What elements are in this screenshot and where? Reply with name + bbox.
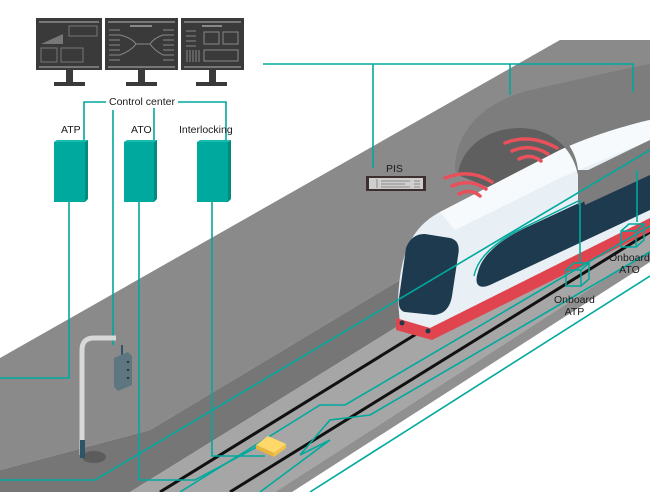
interlocking-cabinet: [197, 140, 231, 202]
ato-cabinet: [124, 140, 157, 202]
wireless-signal-left: [443, 172, 494, 198]
pis-label: PIS: [386, 163, 403, 175]
atp-label: ATP: [61, 124, 81, 136]
line-top-bus: [263, 63, 634, 92]
radio-unit: [114, 352, 132, 391]
atp-cabinet: [54, 140, 88, 202]
line-il-down: [211, 202, 265, 457]
train-window-outline: [473, 165, 650, 277]
connection-lines: [0, 63, 650, 492]
rail-right: [229, 230, 650, 492]
train-light-right: [425, 328, 431, 334]
balise: [256, 436, 286, 457]
line-atp-down: [0, 202, 70, 379]
trackside-radio-pole: [79, 335, 132, 463]
platform-face: [0, 130, 650, 492]
onboard-ato-label-line1: Onboard: [609, 252, 650, 264]
train-roof: [440, 120, 650, 230]
train-light-left: [399, 320, 405, 326]
train-windshield: [398, 234, 459, 315]
onboard-atp-label-line1: Onboard: [554, 294, 595, 306]
pole: [79, 335, 116, 455]
ato-label: ATO: [131, 124, 152, 136]
trackbed-edge: [275, 250, 650, 492]
pole-base: [80, 440, 85, 458]
train-side-windows: [476, 170, 650, 287]
wireless-signal-right: [503, 137, 559, 163]
control-center-label: Control center: [106, 96, 178, 108]
onboard-ato-label-line2: ATO: [619, 264, 640, 276]
onboard-atp-unit: [565, 262, 590, 287]
tunnel-right-wall: [578, 140, 650, 205]
onboard-ato-label: Onboard ATO: [609, 252, 650, 276]
monitor-1: [36, 18, 102, 86]
interlocking-label: Interlocking: [179, 124, 233, 136]
line-cc-atp: [83, 101, 106, 140]
line-platform-cable: [0, 149, 650, 481]
line-cc-il: [176, 101, 227, 140]
onboard-atp-label: Onboard ATP: [554, 294, 595, 318]
pis-display: [366, 176, 426, 191]
train-red-stripe: [396, 218, 650, 340]
monitor-3: [181, 18, 244, 86]
monitor-2: [105, 18, 178, 86]
control-center-monitors: [36, 18, 244, 86]
line-track-3: [309, 275, 650, 492]
onboard-atp-label-line2: ATP: [564, 306, 585, 318]
line-track-1: [259, 251, 650, 492]
onboard-ato-unit: [620, 223, 645, 248]
pole-shadow: [82, 451, 106, 463]
line-track-2: [179, 225, 650, 492]
